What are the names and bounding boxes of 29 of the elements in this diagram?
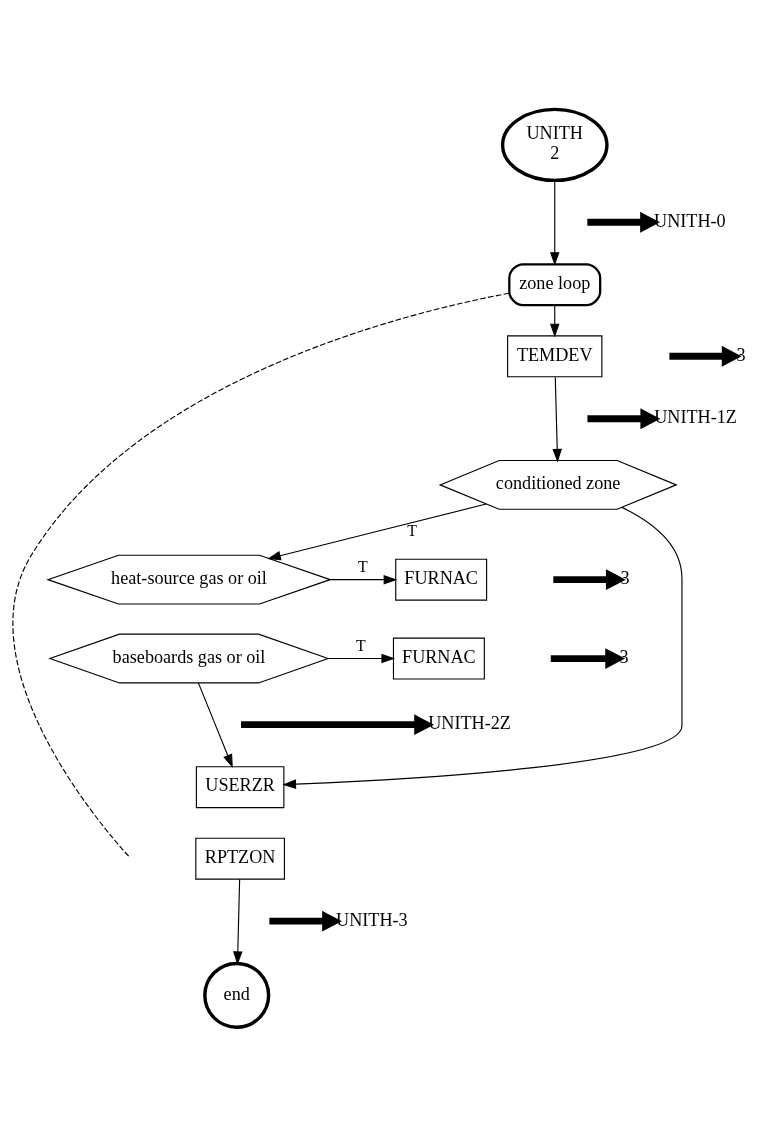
arrow [282, 506, 683, 789]
arrow [267, 503, 487, 561]
node-box: zone loop [508, 263, 602, 307]
arrow [327, 653, 396, 664]
arrow [549, 179, 560, 266]
node-box: TEMDEV [507, 335, 603, 378]
connector [12, 292, 510, 859]
arrow [197, 682, 233, 768]
node-ellipse: UNITH 2 [500, 107, 609, 183]
node-text: UNITH-0 [654, 210, 726, 231]
node-text: UNITH-3 [336, 909, 408, 930]
node-circle: end [203, 961, 271, 1029]
node-text: UNITH-2Z [428, 713, 511, 733]
node-text: UNITH-1Z [654, 407, 737, 428]
node-box: USERZR [195, 766, 285, 809]
arrow [329, 574, 398, 585]
node-box: RPTZON [195, 837, 285, 880]
node-box: FURNAC [395, 558, 488, 601]
arrow [550, 648, 626, 669]
arrow [233, 878, 243, 965]
arrow [552, 376, 562, 463]
node-text: 3 [736, 344, 746, 365]
edge-label: T [357, 557, 368, 575]
arrow [549, 304, 560, 338]
node-box: FURNAC [392, 637, 485, 680]
arrow [669, 345, 742, 367]
edge-label: T [355, 636, 366, 654]
node-text: 3 [620, 567, 630, 588]
edge-label: T [407, 522, 418, 540]
